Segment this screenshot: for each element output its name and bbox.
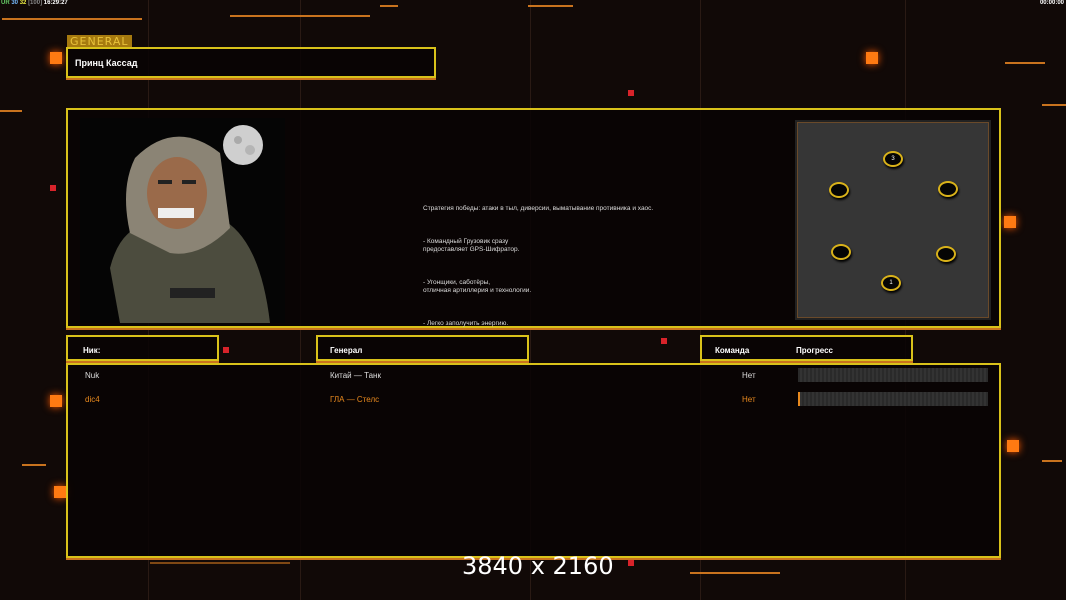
deco-square xyxy=(661,338,667,344)
player-nick: Nuk xyxy=(85,371,100,380)
general-label: GENERAL xyxy=(67,35,132,48)
clock: 16:29:27 xyxy=(43,0,68,6)
table-row[interactable]: Nuk Китай — Танк Нет xyxy=(68,368,999,382)
deco-square xyxy=(50,52,62,64)
deco-line xyxy=(690,572,780,574)
deco-square xyxy=(50,395,62,407)
resolution-watermark: 3840 x 2160 xyxy=(462,552,614,580)
progress-bar xyxy=(798,368,988,382)
status-bar: UR 30 32 [100] 16:29:27 xyxy=(1,0,68,6)
start-position[interactable]: 1 xyxy=(881,275,901,291)
deco-line xyxy=(1042,460,1062,462)
deco-line xyxy=(1005,62,1045,64)
general-name-box: Принц Кассад xyxy=(66,47,436,78)
status-value: 30 xyxy=(11,0,19,6)
deco-line xyxy=(230,15,370,17)
status-tag: UR xyxy=(1,0,10,6)
description-line: - Командный Грузовик сразу предоставляет… xyxy=(423,238,520,253)
deco-square xyxy=(628,560,634,566)
deco-square xyxy=(1007,440,1019,452)
player-general: ГЛА — Стелс xyxy=(330,395,380,404)
table-row[interactable]: dic4 ГЛА — Стелс Нет xyxy=(68,392,999,406)
start-position[interactable]: 3 xyxy=(883,151,903,167)
start-position[interactable] xyxy=(936,246,956,262)
start-position[interactable] xyxy=(938,181,958,197)
header-label: Команда xyxy=(715,346,750,355)
deco-line xyxy=(1042,104,1066,106)
start-position[interactable] xyxy=(829,182,849,198)
map-preview[interactable]: 3 1 xyxy=(795,120,991,320)
player-general: Китай — Танк xyxy=(330,371,381,380)
description-line: Стратегия победы: атаки в тыл, диверсии,… xyxy=(423,205,654,212)
header-label: Прогресс xyxy=(796,346,833,355)
status-value: [100] xyxy=(28,0,43,6)
deco-square xyxy=(628,90,634,96)
progress-bar xyxy=(798,392,988,406)
header-team-progress: Команда Прогресс xyxy=(700,335,913,361)
status-value: 32 xyxy=(19,0,27,6)
player-nick: dic4 xyxy=(85,395,100,404)
deco-square xyxy=(50,185,56,191)
progress-fill xyxy=(798,392,800,406)
description-line: - Легко заполучить энергию. xyxy=(423,320,509,327)
deco-square xyxy=(223,347,229,353)
start-position[interactable] xyxy=(831,244,851,260)
deco-line xyxy=(380,5,398,7)
general-info-panel: Стратегия победы: атаки в тыл, диверсии,… xyxy=(66,108,1001,328)
deco-line xyxy=(528,5,573,7)
player-team: Нет xyxy=(742,371,756,380)
header-label: Ник: xyxy=(83,346,101,355)
players-list: Nuk Китай — Танк Нет dic4 ГЛА — Стелс Не… xyxy=(66,363,1001,558)
game-timer: 00:00:00 xyxy=(1039,0,1064,6)
deco-line xyxy=(150,562,290,564)
deco-line xyxy=(2,18,142,20)
strategy-description: Стратегия победы: атаки в тыл, диверсии,… xyxy=(423,187,683,353)
general-name: Принц Кассад xyxy=(75,58,138,68)
deco-line xyxy=(22,464,46,466)
deco-line xyxy=(0,110,22,112)
header-general: Генерал xyxy=(316,335,529,361)
deco-square xyxy=(866,52,878,64)
header-nick: Ник: xyxy=(66,335,219,361)
player-team: Нет xyxy=(742,395,756,404)
deco-square xyxy=(54,486,66,498)
header-label: Генерал xyxy=(330,346,363,355)
description-line: - Угонщики, саботёры, отличная артиллери… xyxy=(423,279,532,294)
deco-square xyxy=(1004,216,1016,228)
general-portrait xyxy=(80,118,285,323)
